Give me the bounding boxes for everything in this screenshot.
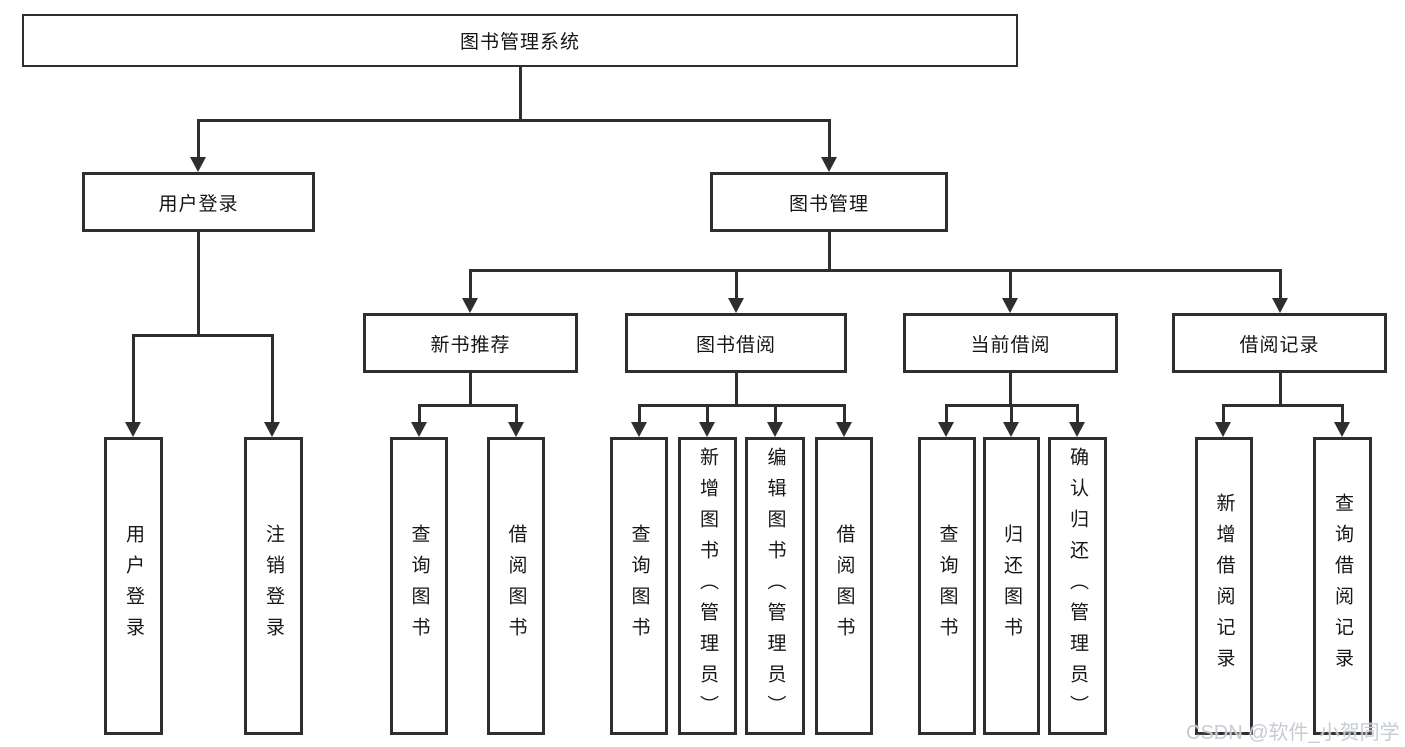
connector-vline [828, 119, 831, 158]
connector-vline [774, 404, 777, 424]
node-root-label: 图书管理系统 [459, 32, 580, 53]
arrowhead-down [190, 157, 206, 172]
arrowhead-down [508, 422, 524, 437]
connector-vline [519, 67, 522, 121]
connector-vline [1009, 269, 1012, 300]
watermark: CSDN @软件_小贺同学 [1186, 722, 1400, 744]
arrowhead-down [938, 422, 954, 437]
arrowhead-down [1002, 298, 1018, 313]
connector-vline [945, 404, 948, 424]
leaf-return-books-label: 归还图书 [1001, 524, 1022, 648]
node-borrowing-records: 借阅记录 [1172, 313, 1387, 373]
connector-vline [1222, 404, 1225, 424]
arrowhead-down [1334, 422, 1350, 437]
leaf-query-borrow-record-label: 查询借阅记录 [1332, 493, 1353, 679]
node-book-management: 图书管理 [710, 172, 948, 232]
connector-vline [271, 334, 274, 423]
arrowhead-down [836, 422, 852, 437]
leaf-add-book-admin: 新增图书（管理员） [678, 437, 737, 735]
leaf-add-borrow-record-label: 新增借阅记录 [1213, 493, 1235, 679]
leaf-return-books: 归还图书 [983, 437, 1040, 735]
leaf-user-login-label: 用户登录 [123, 524, 144, 648]
connector-vline [1009, 373, 1012, 406]
arrowhead-down [631, 422, 647, 437]
connector-vline [843, 404, 846, 424]
connector-vline [469, 373, 472, 406]
leaf-borrow-books-borrowing: 借阅图书 [815, 437, 873, 735]
leaf-query-borrow-record: 查询借阅记录 [1313, 437, 1372, 735]
connector-vline [638, 404, 641, 424]
connector-hline [638, 404, 845, 407]
node-new-book-recommend-label: 新书推荐 [430, 334, 511, 356]
connector-hline [132, 334, 274, 337]
connector-hline [469, 269, 1282, 272]
connector-vline [1279, 269, 1282, 300]
connector-hline [418, 404, 518, 407]
node-user-login: 用户登录 [82, 172, 315, 232]
connector-vline [1010, 404, 1013, 424]
connector-vline [735, 269, 738, 300]
connector-vline [828, 232, 831, 271]
leaf-borrow-books-borrowing-label: 借阅图书 [833, 524, 855, 648]
arrowhead-down [1069, 422, 1085, 437]
node-current-borrowing-label: 当前借阅 [970, 334, 1051, 356]
arrowhead-down [699, 422, 715, 437]
connector-vline [418, 404, 421, 424]
node-new-book-recommend: 新书推荐 [363, 313, 578, 373]
leaf-query-books-borrowing-label: 查询图书 [628, 524, 650, 648]
leaf-add-book-admin-label: 新增图书（管理员） [697, 446, 718, 726]
leaf-query-books-borrowing: 查询图书 [610, 437, 668, 735]
connector-hline [1222, 404, 1343, 407]
connector-vline [706, 404, 709, 424]
leaf-user-login: 用户登录 [104, 437, 163, 735]
node-book-borrowing-label: 图书借阅 [695, 334, 776, 356]
node-book-borrowing: 图书借阅 [625, 313, 847, 373]
leaf-confirm-return-admin-label: 确认归还（管理员） [1067, 446, 1088, 726]
arrowhead-down [125, 422, 141, 437]
connector-vline [469, 269, 472, 300]
arrowhead-down [264, 422, 280, 437]
node-user-login-label: 用户登录 [158, 193, 239, 215]
connector-vline [132, 334, 135, 423]
connector-vline [197, 232, 200, 336]
arrowhead-down [1272, 298, 1288, 313]
node-root: 图书管理系统 [22, 14, 1018, 67]
leaf-logout: 注销登录 [244, 437, 303, 735]
arrowhead-down [767, 422, 783, 437]
leaf-add-borrow-record: 新增借阅记录 [1195, 437, 1253, 735]
leaf-edit-book-admin-label: 编辑图书（管理员） [764, 446, 786, 726]
leaf-query-books-recommend-label: 查询图书 [408, 524, 430, 648]
leaf-borrow-books-recommend: 借阅图书 [487, 437, 545, 735]
arrowhead-down [411, 422, 427, 437]
connector-hline [197, 119, 831, 122]
leaf-borrow-books-recommend-label: 借阅图书 [505, 524, 527, 648]
connector-vline [1341, 404, 1344, 424]
connector-vline [197, 119, 200, 158]
arrowhead-down [821, 157, 837, 172]
arrowhead-down [1215, 422, 1231, 437]
node-book-management-label: 图书管理 [788, 193, 869, 215]
arrowhead-down [1003, 422, 1019, 437]
connector-vline [1279, 373, 1282, 406]
leaf-query-books-recommend: 查询图书 [390, 437, 448, 735]
connector-vline [1076, 404, 1079, 424]
leaf-query-books-current-label: 查询图书 [936, 524, 958, 648]
leaf-edit-book-admin: 编辑图书（管理员） [745, 437, 805, 735]
connector-vline [515, 404, 518, 424]
leaf-confirm-return-admin: 确认归还（管理员） [1048, 437, 1107, 735]
arrowhead-down [728, 298, 744, 313]
node-borrowing-records-label: 借阅记录 [1239, 334, 1320, 356]
connector-vline [735, 373, 738, 406]
leaf-query-books-current: 查询图书 [918, 437, 976, 735]
node-current-borrowing: 当前借阅 [903, 313, 1118, 373]
leaf-logout-label: 注销登录 [263, 524, 284, 648]
arrowhead-down [462, 298, 478, 313]
